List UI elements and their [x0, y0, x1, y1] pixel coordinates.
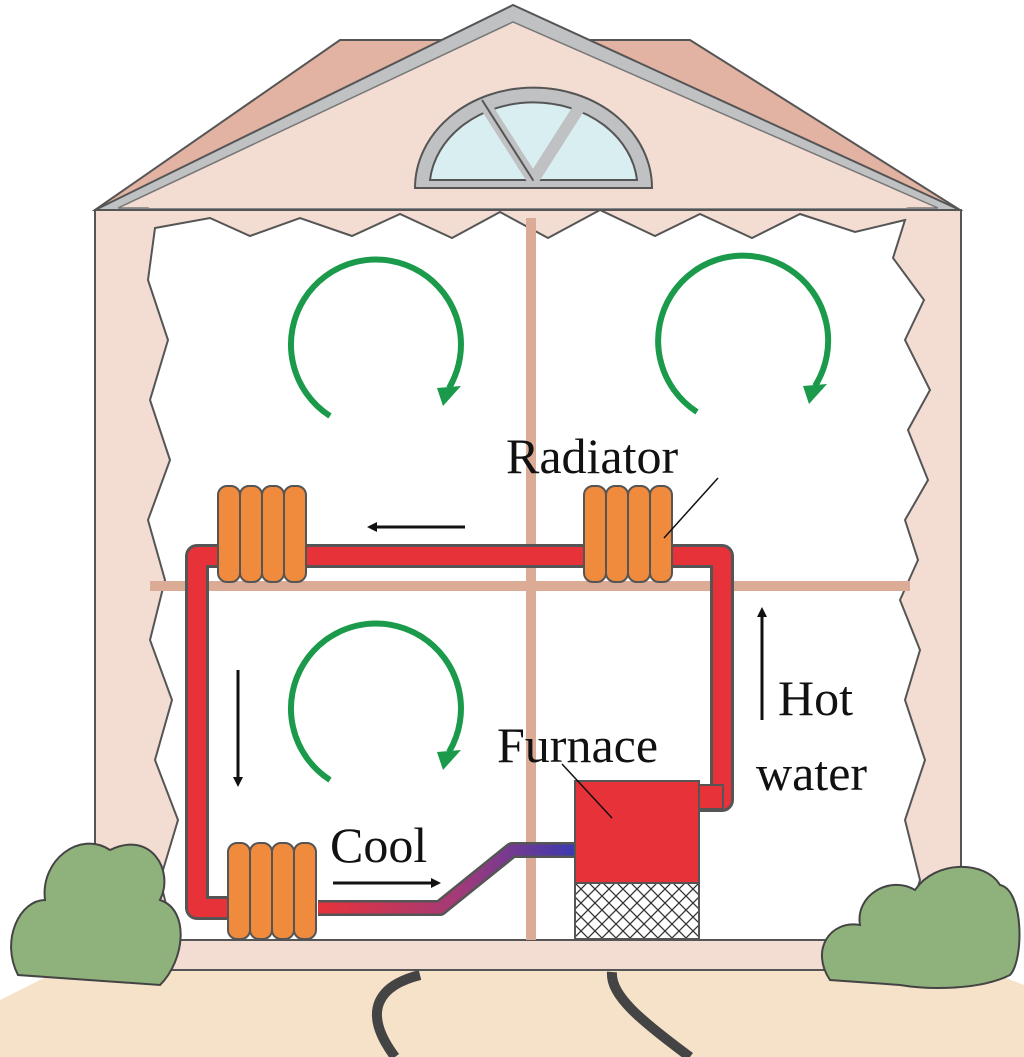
- circular-arrow-icon: [655, 252, 832, 415]
- circular-arrow-icon: [287, 256, 464, 419]
- hot-water-label-line2: water: [756, 745, 867, 801]
- bush-right: [820, 865, 1021, 989]
- flow-arrows: [233, 522, 767, 888]
- cool-label: Cool: [330, 817, 427, 873]
- hot-water-pipe: [185, 544, 734, 920]
- radiator-label: Radiator: [506, 428, 679, 484]
- furnace-label: Furnace: [497, 717, 658, 773]
- hot-water-label-line1: Hot: [778, 670, 853, 726]
- radiator-icon: [217, 485, 307, 583]
- floor-divider: [150, 218, 910, 940]
- bush-left: [10, 842, 182, 987]
- circular-arrow-head: [437, 386, 461, 406]
- furnace-icon: [574, 780, 724, 940]
- cool-water-pipe: [318, 842, 575, 916]
- cutaway-interior: [146, 208, 932, 941]
- circular-arrow-icon: [287, 620, 464, 783]
- leader-lines: [561, 477, 719, 819]
- circular-arrow-head: [437, 750, 461, 770]
- radiator-icon: [227, 842, 317, 940]
- convection-arrows: [287, 252, 832, 783]
- attic-window: [413, 86, 654, 189]
- ground: [0, 960, 1024, 1057]
- circular-arrow-head: [803, 384, 827, 404]
- radiator-icon: [583, 485, 673, 583]
